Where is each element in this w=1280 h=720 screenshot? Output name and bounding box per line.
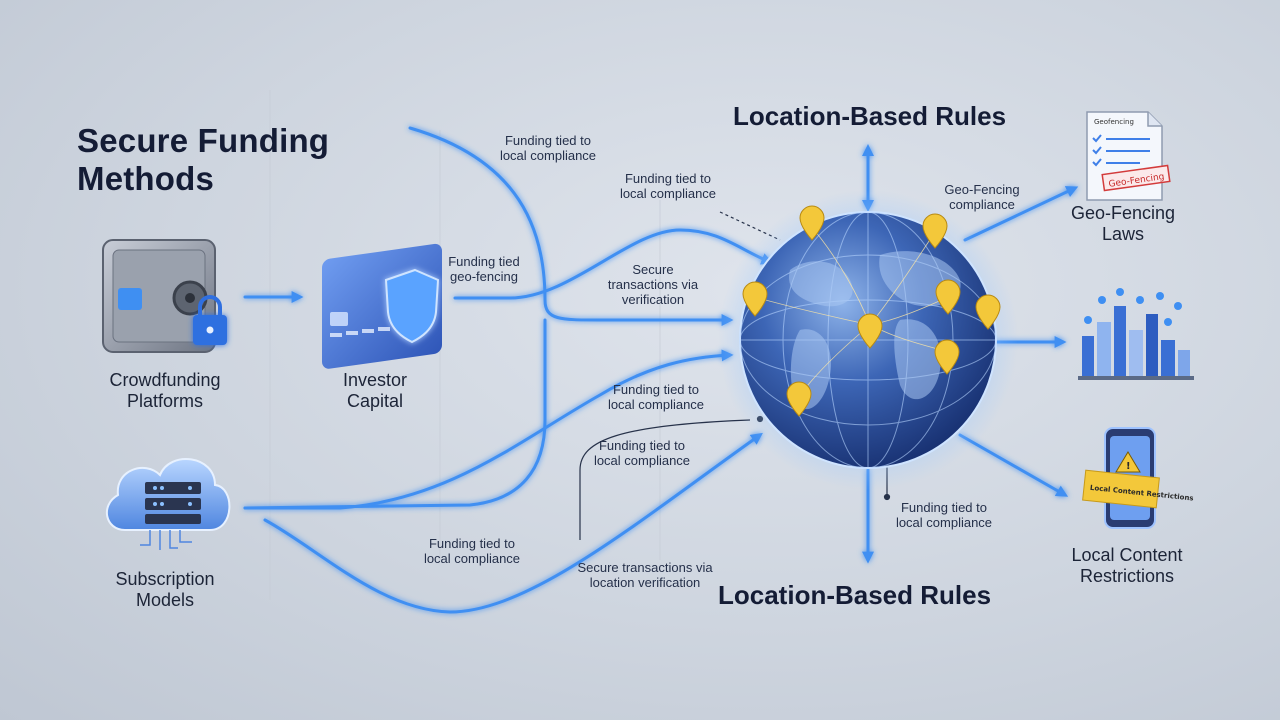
annotation-text: Funding tied geo-fencing	[448, 254, 520, 284]
rules-title-bottom: Location-Based Rules	[718, 580, 992, 610]
geofencing-label: Geo-Fencing Laws	[1070, 203, 1176, 244]
city-skyline-icon	[1078, 288, 1194, 380]
annotation-text: Funding tied to local compliance	[895, 500, 993, 530]
annotation-text: Geo-Fencing compliance	[944, 182, 1020, 212]
flow-line-top-curve	[408, 126, 734, 326]
flow-line-to-local	[958, 433, 1069, 497]
document-icon: Geofencing Geo-Fencing	[1086, 111, 1171, 201]
flow-line-subscription-up	[243, 349, 734, 510]
location-pins	[742, 205, 1001, 417]
investor-label: Investor Capital	[342, 370, 408, 411]
flow-line-investor-out	[453, 228, 774, 300]
phone-warning-icon: ! Local Content Restrictions	[1082, 427, 1194, 529]
main-title: Secure Funding Methods	[77, 122, 330, 197]
local-content-label: Local Content Restrictions	[1071, 545, 1183, 586]
map-pin-icon	[935, 279, 961, 315]
subscription-label: Subscription Models	[115, 569, 215, 610]
document-header-text: Geofencing	[1094, 118, 1134, 126]
annotation-text: Funding tied to local compliance	[499, 133, 597, 163]
map-pin-icon	[975, 294, 1001, 330]
credit-card-shield-icon	[322, 243, 442, 369]
map-pin-icon	[799, 205, 825, 241]
flow-line-to-geofencing	[963, 186, 1079, 242]
map-pin-icon	[857, 313, 883, 349]
map-pin-icon	[934, 339, 960, 375]
map-pin-icon	[922, 213, 948, 249]
flow-line-subscription-long	[263, 432, 763, 614]
safe-icon	[102, 239, 227, 353]
annotation-text: Funding tied to local compliance	[593, 438, 691, 468]
flow-line-mid-vertical	[243, 318, 547, 510]
map-pin-icon	[742, 281, 768, 317]
annotation-text: Secure transactions via verification	[607, 262, 699, 307]
annotation-text: Funding tied to local compliance	[423, 536, 521, 566]
cloud-server-icon	[105, 458, 231, 550]
annotation-text: Funding tied to local compliance	[619, 171, 717, 201]
crowdfunding-label: Crowdfunding Platforms	[109, 370, 221, 411]
annotation-text: Funding tied to local compliance	[607, 382, 705, 412]
flow-lines	[243, 126, 1079, 614]
svg-text:!: !	[1126, 461, 1131, 472]
rules-title-top: Location-Based Rules	[733, 101, 1007, 131]
annotation-text: Secure transactions via location verific…	[577, 560, 713, 590]
map-pin-icon	[786, 381, 812, 417]
